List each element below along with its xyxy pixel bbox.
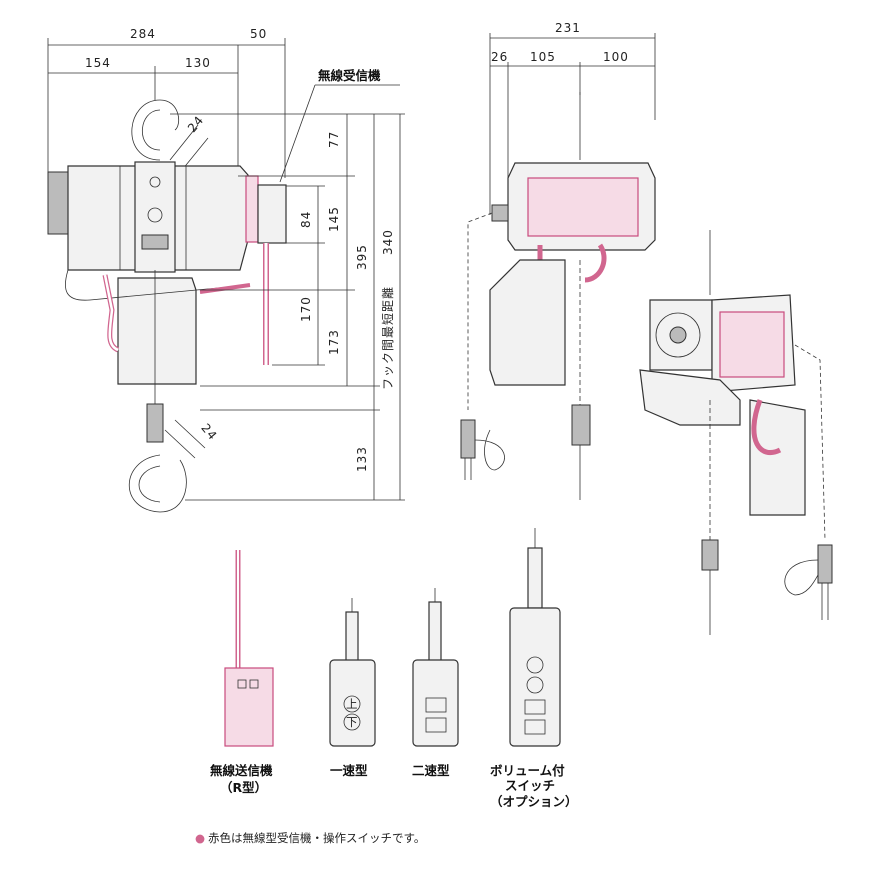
side-view-hoist: 231 26 105 100 <box>460 21 656 500</box>
dim-105: 105 <box>530 50 556 64</box>
transmitter-label-1: 無線送信機 <box>210 763 273 778</box>
single-speed-label: 一速型 <box>330 763 368 778</box>
footnote: ● 赤色は無線型受信機・操作スイッチです。 <box>195 831 425 845</box>
up-mark-single: 上 <box>346 697 358 711</box>
dim-170: 170 <box>299 296 313 322</box>
two-speed-label: 二速型 <box>412 763 450 778</box>
dim-100: 100 <box>603 50 629 64</box>
front-view-hoist: 284 50 154 130 24 <box>47 27 405 513</box>
wireless-transmitter: 無線送信機 （R型） <box>210 550 274 795</box>
down-mark-single: 下 <box>346 715 358 729</box>
two-speed-pendant: 二速型 <box>412 588 459 778</box>
dim-84: 84 <box>299 211 313 228</box>
dim-395: 395 <box>355 244 369 270</box>
dim-caption-min-hook-distance: フック間最短距離 <box>381 286 395 390</box>
volume-label-2: スイッチ <box>505 778 555 793</box>
dim-130: 130 <box>185 56 211 70</box>
dim-133: 133 <box>355 446 369 472</box>
dim-340: 340 <box>381 229 395 255</box>
dim-hook-bottom-24: 24 <box>198 421 220 443</box>
footnote-text: 赤色は無線型受信機・操作スイッチです。 <box>208 831 425 845</box>
dim-50: 50 <box>250 27 267 41</box>
receiver-label: 無線受信機 <box>318 68 381 83</box>
dim-284: 284 <box>130 27 156 41</box>
volume-label-3: （オプション） <box>490 794 578 809</box>
dim-173: 173 <box>327 329 341 355</box>
volume-label-1: ボリューム付 <box>490 763 565 778</box>
transmitter-label-2: （R型） <box>220 780 267 795</box>
volume-switch-pendant: ボリューム付 スイッチ （オプション） <box>490 528 578 809</box>
dim-145: 145 <box>327 206 341 232</box>
footnote-bullet: ● <box>195 831 205 845</box>
isometric-hoist <box>639 230 833 635</box>
dim-77: 77 <box>327 131 341 148</box>
dim-26: 26 <box>491 50 508 64</box>
single-speed-pendant: 上 下 一速型 <box>329 598 376 778</box>
dim-hook-top-24: 24 <box>185 113 207 135</box>
dim-154: 154 <box>85 56 111 70</box>
dim-231: 231 <box>555 21 581 35</box>
